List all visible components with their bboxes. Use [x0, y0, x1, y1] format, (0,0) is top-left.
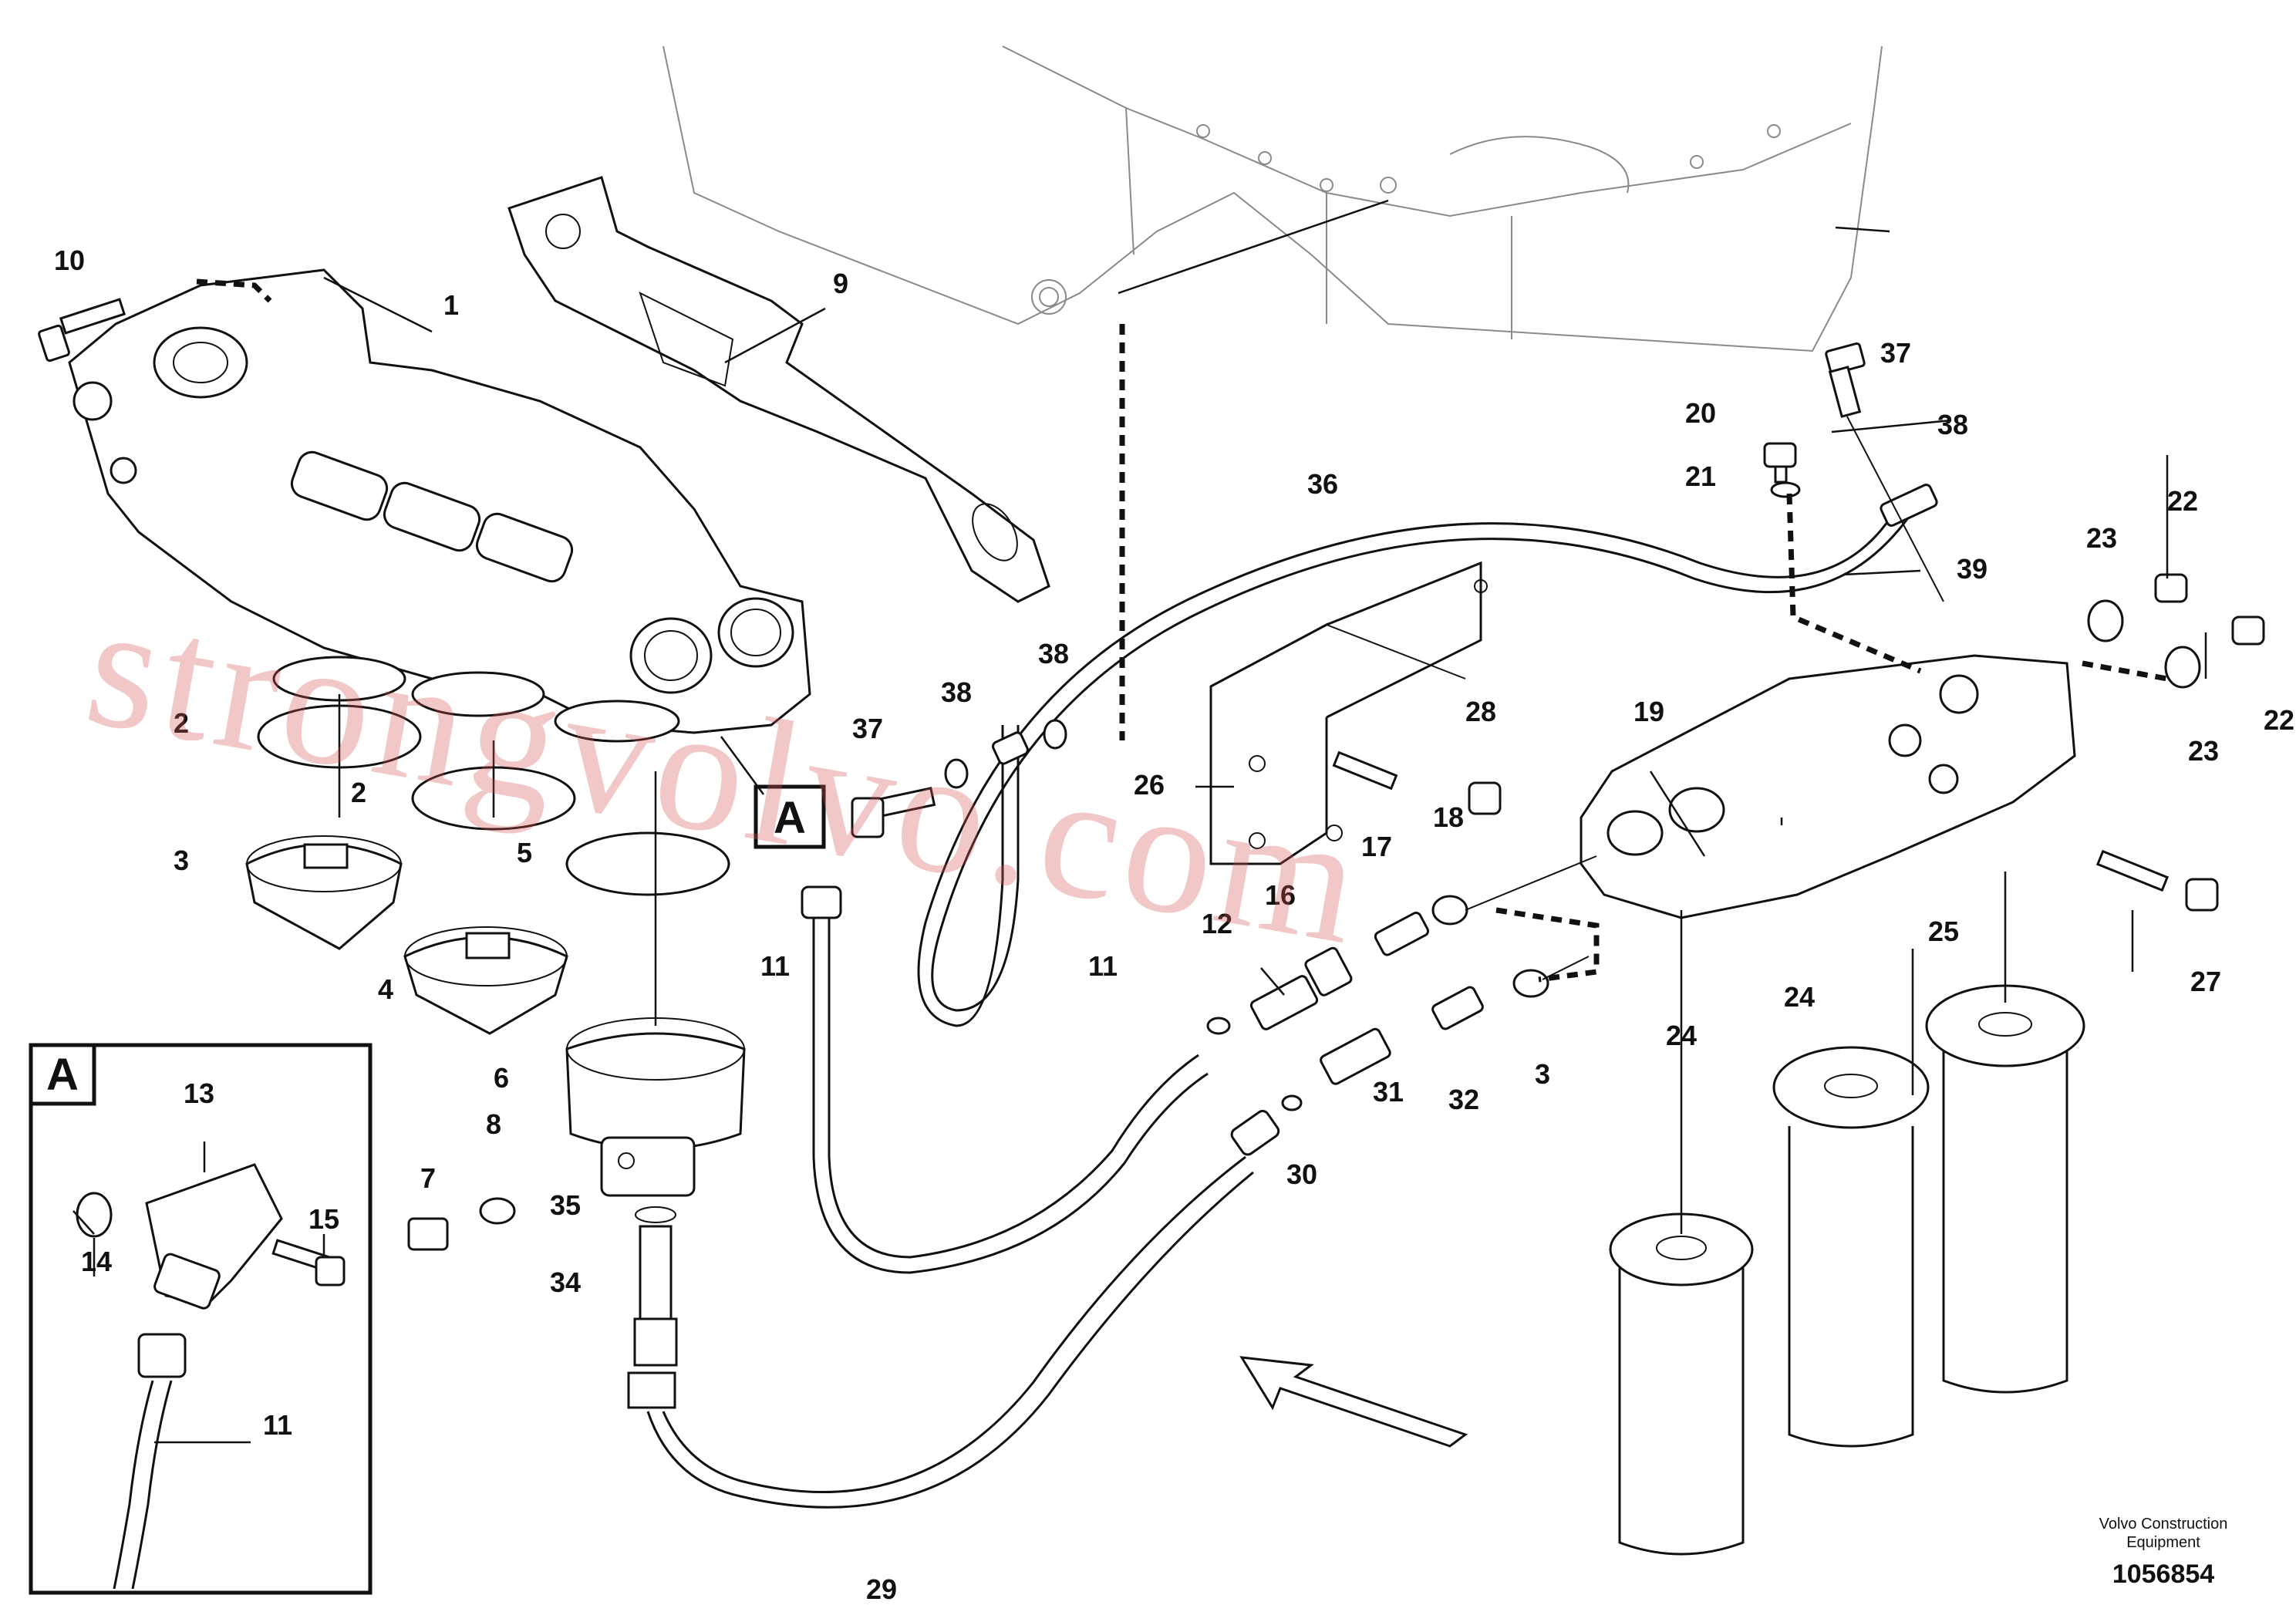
filter-cap-6	[565, 1017, 746, 1197]
part-number-label: 37	[1880, 337, 1911, 369]
part-number-label: 2	[174, 707, 189, 739]
part-number-label: 31	[1373, 1076, 1404, 1108]
part-number-label: 34	[550, 1266, 581, 1298]
filter-head-19	[1580, 654, 2076, 919]
plug-7-washer-8	[407, 1197, 516, 1251]
part-number-label: 24	[1666, 1020, 1697, 1051]
part-number-label: 11	[263, 1409, 292, 1441]
direction-arrow	[1239, 1356, 1468, 1448]
part-number-label: 24	[1784, 981, 1815, 1013]
part-number-label: 14	[81, 1246, 112, 1277]
fittings	[1206, 855, 1597, 1111]
detail-callout-label: A	[774, 793, 806, 843]
part-number-label: 2	[351, 777, 366, 808]
hose-11	[801, 885, 1209, 1274]
part-number-label: 13	[184, 1077, 214, 1109]
dashed-alignment-lines	[196, 278, 2168, 983]
part-number-label: 8	[486, 1108, 501, 1140]
part-number-label: 5	[517, 837, 532, 868]
part-number-label: 35	[550, 1189, 581, 1221]
part-number-label: 10	[54, 244, 85, 276]
engine-block-ghost	[663, 46, 1883, 352]
part-number-label: 26	[1134, 769, 1165, 801]
leader-lines	[323, 199, 2207, 1234]
part-number-label: 36	[1307, 468, 1338, 500]
part-number-label: 39	[1957, 553, 1988, 585]
part-number-label: 22	[2167, 485, 2198, 517]
part-number-label: 23	[2188, 735, 2219, 767]
part-number-label: 32	[1448, 1084, 1479, 1115]
pipe-34-hose-29	[627, 1110, 1280, 1509]
part-number-label: 21	[1685, 460, 1716, 492]
part-number-label: 7	[420, 1162, 436, 1194]
detail-callout-leader	[720, 736, 765, 795]
part-number-label: 29	[866, 1573, 897, 1605]
credit-line-2: Equipment	[2126, 1534, 2200, 1551]
oil-filter-housing	[68, 268, 811, 743]
bolts-and-washers	[851, 342, 2265, 912]
valve-cones	[245, 835, 568, 1035]
bolt-10	[38, 298, 126, 363]
part-number-label: 11	[760, 950, 790, 982]
credit-line-1: Volvo Construction	[2099, 1516, 2228, 1533]
part-number-label: 11	[1088, 950, 1118, 982]
part-number-label: 15	[308, 1203, 339, 1235]
part-number-label: 1	[443, 289, 459, 321]
part-number-label: 38	[1937, 409, 1968, 440]
part-number-label: 3	[1535, 1058, 1550, 1090]
part-number-label: 37	[852, 713, 883, 744]
part-number-label: 4	[378, 973, 393, 1005]
drawing-number: 1056854	[2112, 1560, 2214, 1589]
part-number-label: 6	[494, 1062, 509, 1094]
part-number-label: 19	[1633, 696, 1664, 727]
part-number-label: 12	[1202, 908, 1232, 939]
part-number-label: 25	[1928, 916, 1959, 947]
detail-callout-box	[754, 784, 826, 849]
part-number-label: 16	[1265, 879, 1296, 911]
part-number-label: 28	[1465, 696, 1496, 727]
detail-view-a: A	[29, 1043, 373, 1595]
oil-filters	[1609, 984, 2085, 1556]
part-number-label: 38	[1038, 638, 1069, 669]
part-number-label: 3	[174, 845, 189, 876]
part-number-label: 9	[833, 268, 848, 299]
part-number-label: 20	[1685, 397, 1716, 429]
bracket-26	[1209, 561, 1488, 865]
part-number-label: 22	[2264, 704, 2294, 736]
part-number-label: 27	[2190, 966, 2221, 997]
hose-36	[917, 484, 1938, 1027]
gasket-9	[507, 176, 1050, 603]
part-number-label: 23	[2086, 522, 2117, 554]
part-number-label: 30	[1286, 1158, 1317, 1190]
part-number-label: 18	[1433, 801, 1464, 833]
part-number-label: 38	[941, 676, 972, 708]
part-number-label: 17	[1361, 831, 1392, 862]
inset-label: A	[46, 1050, 79, 1100]
